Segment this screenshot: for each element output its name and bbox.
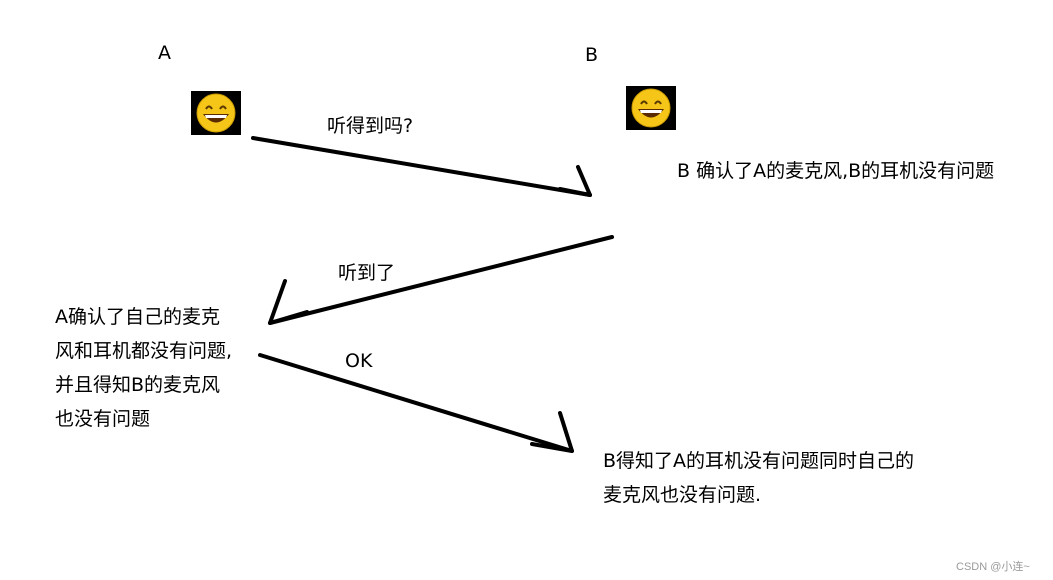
note-line: A确认了自己的麦克: [55, 306, 220, 328]
grinning-face-icon: [626, 86, 676, 130]
note-b-first: B 确认了A的麦克风,B的耳机没有问题: [677, 160, 995, 182]
arrow-a-to-b-first: [251, 136, 592, 197]
message-label-listen-query: 听得到吗?: [327, 115, 414, 137]
message-label-heard: 听到了: [338, 262, 396, 284]
arrow-a-to-b-second: [258, 353, 574, 453]
party-a-label: A: [158, 42, 171, 64]
note-b-final: B得知了A的耳机没有问题同时自己的 麦克风也没有问题.: [603, 444, 914, 512]
grinning-face-icon: [191, 91, 241, 135]
note-line: 风和耳机都没有问题,: [55, 340, 233, 362]
arrow-b-to-a: [268, 235, 614, 325]
note-a-confirm: A确认了自己的麦克 风和耳机都没有问题, 并且得知B的麦克风 也没有问题: [55, 300, 232, 436]
party-b-label: B: [585, 44, 599, 66]
watermark: CSDN @小连~: [956, 561, 1030, 573]
note-line: B得知了A的耳机没有问题同时自己的: [603, 450, 915, 472]
note-line: 也没有问题: [55, 408, 151, 430]
note-line: 并且得知B的麦克风: [55, 374, 221, 396]
message-label-ok: OK: [345, 350, 373, 372]
note-line: 麦克风也没有问题.: [603, 484, 762, 506]
